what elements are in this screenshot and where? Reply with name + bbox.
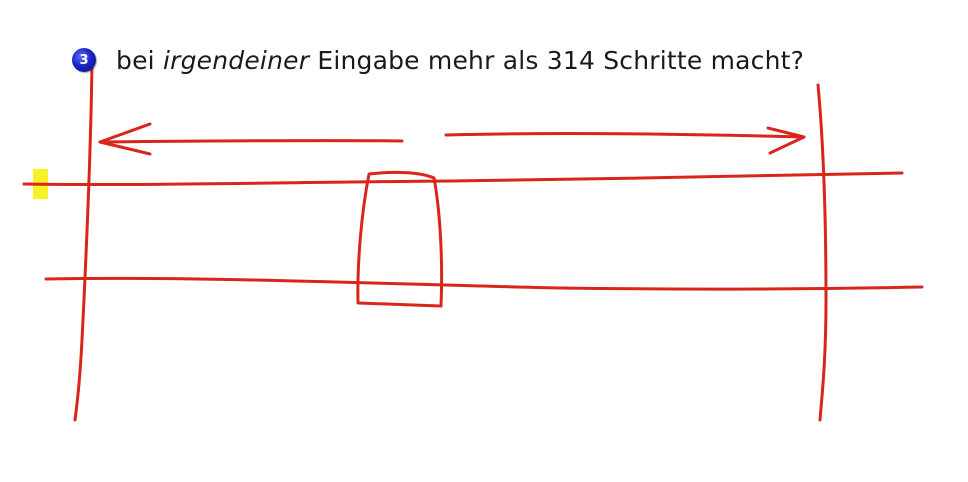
question-text-before: bei [116, 45, 163, 75]
left-arrow-head [98, 122, 152, 156]
upper-horizontal-line [22, 171, 904, 187]
question-item: 3 bei irgendeiner Eingabe mehr als 314 S… [72, 40, 804, 80]
bullet-number: 3 [79, 52, 89, 68]
tape-head-box [356, 170, 444, 308]
right-vertical-line [816, 83, 828, 422]
question-text-after: Eingabe mehr als 314 Schritte macht? [309, 45, 805, 75]
left-arrow [98, 139, 404, 144]
question-text-emphasis: irgendeiner [162, 45, 310, 75]
question-text: bei irgendeiner Eingabe mehr als 314 Sch… [116, 46, 804, 75]
numbered-bullet-icon: 3 [72, 48, 96, 72]
right-arrow-head [766, 126, 806, 155]
lower-horizontal-line [44, 276, 924, 291]
right-arrow [444, 132, 806, 139]
left-vertical-line [73, 58, 94, 422]
